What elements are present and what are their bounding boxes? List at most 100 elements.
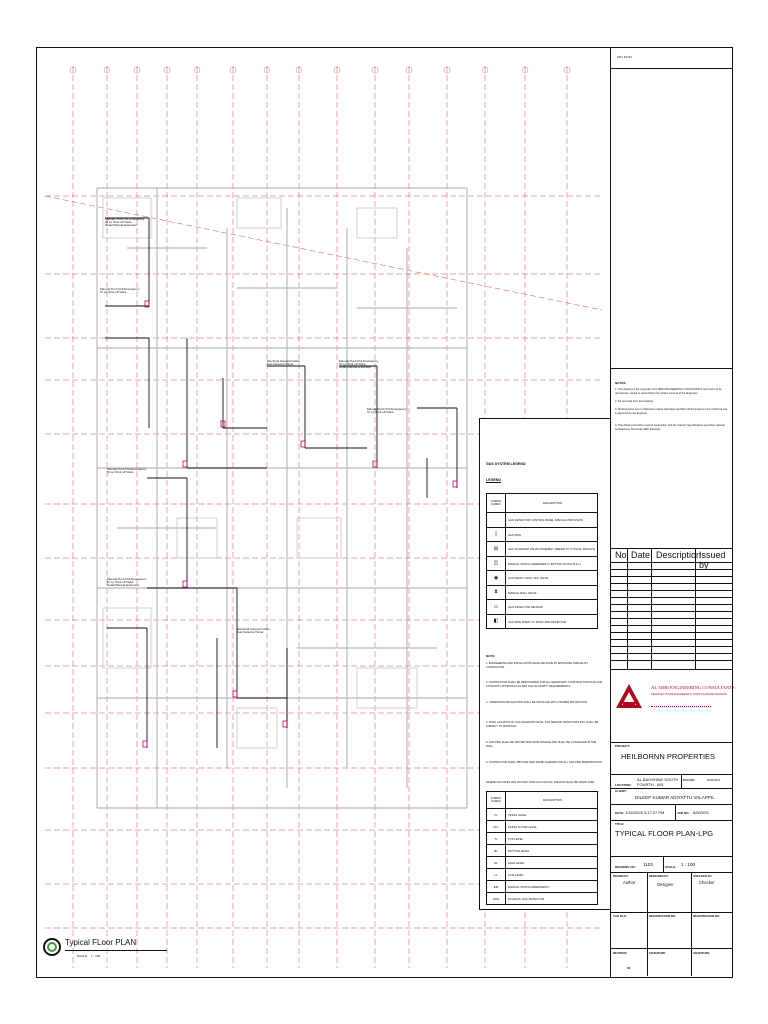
gas-fixture-marker (182, 580, 188, 588)
client-value: DILEEP KUMAR ADIYATTU VALAPPIL (635, 795, 715, 800)
date-label: DATE: (615, 811, 624, 815)
gas-fixture-marker (372, 460, 378, 468)
legend-subtitle: LEGEND (486, 478, 501, 482)
abbr-desc: FINISH FLOOR LEVEL (508, 825, 538, 829)
legend-row: ▭GAS DETECTOR SENSOR (487, 599, 597, 614)
gas-fixture-marker (144, 300, 150, 308)
gas-legend-panel: GAS SYSTEM LEGEND LEGEND SYMBOL NAMES DE… (479, 418, 611, 910)
legend-note-3: 3. UNDERGROUND GAS PIPE SHALL BE INSTALL… (486, 701, 588, 704)
job-label: JOB NO: (677, 811, 690, 815)
legend-row: ◉AUTOMATIC SHUT OFF VALVE (487, 570, 597, 585)
grid-bubble (405, 66, 413, 74)
drawing-sheet: Manual Push Pull Emergency To Lp Shut of… (36, 47, 735, 978)
gas-fixture-marker (282, 720, 288, 728)
grid-bubble (163, 66, 171, 74)
grid-bubble (443, 66, 451, 74)
grid-bubble (481, 66, 489, 74)
revision-table: No. Date Description Issued by (611, 548, 733, 670)
legend-table: SYMBOL NAMES DESCRIPTION GAS DETECTOR CO… (486, 493, 598, 629)
company-logo-icon (616, 684, 642, 708)
legend-note-2: 2. CONTRACTOR SHALL BE RESPONSIBLE FOR A… (486, 681, 603, 688)
gas-sensor-icon: ▭ (487, 600, 506, 614)
abbr-sym: FL (487, 809, 506, 820)
grid-bubble (521, 66, 529, 74)
legend-row: ⊞GAS SOLENOID VALVE ASSEMBLY (REFER TO T… (487, 541, 597, 556)
rev-header-description: Description (656, 550, 702, 560)
company-block: AL ABRI ENGINEERING CONSULTANTS ARCHITEC… (611, 670, 735, 742)
legend-row: GAS DETECTOR CONTROL PANEL SPECIAL PROVI… (487, 512, 597, 527)
abbr-desc: BOTTOM LEVEL (508, 849, 530, 853)
legend-note-1: 1. ENGINEERING AND INSTALLATION SHALL BE… (486, 662, 588, 669)
room-outline (176, 517, 218, 559)
legend-note-7: WHERE GAS PIPES ARE ROUTED THROUGH CEILI… (486, 781, 596, 784)
legend-header-row: SYMBOL NAMES DESCRIPTION (487, 494, 597, 512)
legend-row: ◧GAS PIPE RISER TO ROOF AND DETECTOR (487, 613, 597, 628)
legend-title: GAS SYSTEM LEGEND (486, 462, 526, 466)
reference-line (44, 195, 603, 311)
grid-bubble (371, 66, 379, 74)
rev-header-no: No. (615, 550, 630, 560)
abbr-desc: FINISH LEVEL (508, 813, 527, 817)
abbr-sym: LL (487, 869, 506, 880)
plot-label: Plot NO: (683, 778, 695, 782)
designed-by-label: DESIGNED BY: (649, 874, 669, 878)
signature-label-1: SIGNATURE: (649, 951, 667, 955)
scale-value: 1 : 100 (681, 862, 696, 867)
gas-fixture-marker (182, 460, 188, 468)
grid-bubble (295, 66, 303, 74)
abbr-sym: FFL (487, 821, 506, 832)
plan-title: Typical FLoor PLAN (65, 938, 137, 947)
company-subtitle: ARCHITECTS AND ENGINEERS & TOWN PLANNING… (651, 693, 727, 696)
grid-bubble (263, 66, 271, 74)
tb-notes-title: NOTES: (615, 381, 627, 385)
designed-by-value: Designer (657, 882, 674, 887)
abbr-desc: LOW LEVEL (508, 873, 524, 877)
project-label: PROJECT: (615, 744, 630, 748)
abbr-sym: BL (487, 845, 506, 856)
legend-desc: GAS DETECTOR SENSOR (508, 605, 543, 609)
gas-fixture-marker (220, 420, 226, 428)
gas-fixture-marker (300, 440, 306, 448)
grid-bubble (563, 66, 571, 74)
floor-plan-area: Manual Push Pull Emergency To Lp Shut of… (37, 48, 611, 977)
grid-bubble (229, 66, 237, 74)
grid-bubble (193, 66, 201, 74)
legend-desc: GAS PIPE (508, 532, 522, 537)
legend-notes-title: NOTE: (486, 654, 496, 658)
room-outline (356, 667, 418, 709)
legend-row: ⧗MANUAL BALL VALVE (487, 584, 597, 599)
callout-2: Manual Push Pull Emergency To Lp Shut of… (100, 287, 140, 294)
rev-header-issued-by: Issued by (699, 550, 726, 570)
abbr-header-row: SYMBOL NAMES DESCRIPTION (487, 792, 597, 808)
legend-sym-header: SYMBOL NAMES (487, 494, 506, 512)
drawn-by-value: Author (623, 880, 636, 885)
legend-desc: MANUAL SWITCH EMERGENCY BUTTON (PUSH PUL… (508, 561, 581, 566)
plot-value: 6021WD1 (707, 778, 721, 782)
drawing-title: TYPICAL FLOOR PLAN-LPG (615, 829, 714, 838)
tb-note-2: 2. Do not scale from this drawing. (615, 400, 654, 403)
arabic-name-strip (651, 702, 711, 707)
floor-plan-drawing (44, 66, 603, 968)
registration-no-label-2: REGISTRATION NO: (693, 914, 720, 918)
legend-note-4: 4. FINAL LOCATION OF GAS SOLENOID VALVE,… (486, 721, 599, 728)
plan-title-circle-icon (43, 938, 61, 956)
abbr-sym: TL (487, 833, 506, 844)
solenoid-valve-icon: ⊞ (487, 542, 506, 556)
gas-pipe-icon: ▯ (487, 527, 506, 541)
rev-header-date: Date (631, 550, 651, 560)
client-label: CLIENT: (615, 789, 627, 793)
cad-file-label: CAD FILE: (613, 914, 627, 918)
grid-bubble (133, 66, 141, 74)
abbr-desc: ETHANOL GAS DETECTOR (508, 897, 544, 901)
gas-panel-icon (487, 513, 506, 527)
company-name: AL ABRI ENGINEERING CONSULTANTS (651, 685, 735, 690)
tb-note-3: 3. All dimensions are in millimeters unl… (615, 408, 728, 415)
signature-label-2: SIGNATURE: (693, 951, 711, 955)
